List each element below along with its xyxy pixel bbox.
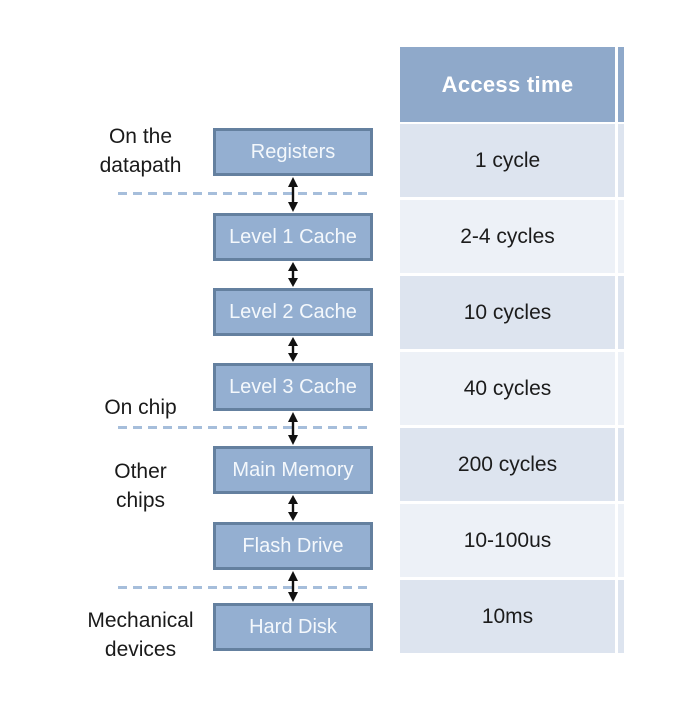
dashed-separator-chip-other bbox=[118, 426, 372, 429]
access-time-header-label: Access time bbox=[441, 71, 574, 97]
table-sliver-segment bbox=[618, 580, 624, 653]
level-box-label: Level 3 Cache bbox=[229, 375, 357, 398]
table-sliver-segment bbox=[618, 47, 624, 122]
group-label-line: datapath bbox=[99, 154, 182, 177]
level-box-l1-cache: Level 1 Cache bbox=[213, 213, 373, 261]
dashed-separator-datapath-chip bbox=[118, 192, 372, 195]
level-box-label: Registers bbox=[250, 140, 336, 163]
group-label-mechanical-devices: Mechanical devices bbox=[58, 606, 223, 664]
access-time-value: 40 cycles bbox=[463, 376, 552, 400]
group-label-on-the-datapath: On the datapath bbox=[58, 122, 223, 180]
double-arrow-icon bbox=[288, 495, 298, 521]
group-label-line: devices bbox=[104, 638, 177, 661]
access-time-value: 200 cycles bbox=[457, 452, 558, 476]
double-arrow-icon bbox=[288, 412, 298, 445]
group-label-line: On chip bbox=[104, 396, 177, 419]
access-time-row: 10ms bbox=[400, 580, 615, 653]
group-label-on-chip: On chip bbox=[58, 393, 223, 422]
access-time-row: 40 cycles bbox=[400, 352, 615, 425]
level-box-main-memory: Main Memory bbox=[213, 446, 373, 494]
access-time-row: 2-4 cycles bbox=[400, 200, 615, 273]
group-label-other-chips: Other chips bbox=[58, 457, 223, 515]
access-time-header: Access time bbox=[400, 47, 615, 122]
table-sliver-segment bbox=[618, 124, 624, 197]
double-arrow-icon bbox=[288, 571, 298, 602]
double-arrow-icon bbox=[288, 177, 298, 212]
group-label-line: chips bbox=[115, 489, 166, 512]
double-arrow-icon bbox=[288, 337, 298, 362]
level-box-label: Level 2 Cache bbox=[229, 300, 357, 323]
group-label-line: On the bbox=[108, 125, 173, 148]
level-box-label: Level 1 Cache bbox=[229, 225, 357, 248]
level-box-l2-cache: Level 2 Cache bbox=[213, 288, 373, 336]
level-box-flash-drive: Flash Drive bbox=[213, 522, 373, 570]
access-time-value: 1 cycle bbox=[474, 148, 541, 172]
level-box-label: Hard Disk bbox=[249, 615, 337, 638]
access-time-row: 10 cycles bbox=[400, 276, 615, 349]
table-sliver-segment bbox=[618, 200, 624, 273]
group-label-line: Mechanical bbox=[87, 609, 194, 632]
group-label-line: Other bbox=[114, 460, 167, 483]
access-time-row: 200 cycles bbox=[400, 428, 615, 501]
level-box-label: Main Memory bbox=[232, 458, 354, 481]
table-sliver-segment bbox=[618, 428, 624, 501]
level-box-label: Flash Drive bbox=[242, 534, 344, 557]
access-time-value: 2-4 cycles bbox=[460, 224, 555, 248]
level-box-l3-cache: Level 3 Cache bbox=[213, 363, 373, 411]
dashed-separator-other-mechanical bbox=[118, 586, 372, 589]
level-box-registers: Registers bbox=[213, 128, 373, 176]
access-time-row: 1 cycle bbox=[400, 124, 615, 197]
access-time-value: 10 cycles bbox=[463, 300, 552, 324]
level-box-hard-disk: Hard Disk bbox=[213, 603, 373, 651]
table-sliver-segment bbox=[618, 352, 624, 425]
double-arrow-icon bbox=[288, 262, 298, 287]
access-time-row: 10-100us bbox=[400, 504, 615, 577]
table-sliver-segment bbox=[618, 276, 624, 349]
access-time-value: 10ms bbox=[481, 604, 534, 628]
access-time-value: 10-100us bbox=[463, 528, 552, 552]
table-sliver-segment bbox=[618, 504, 624, 577]
